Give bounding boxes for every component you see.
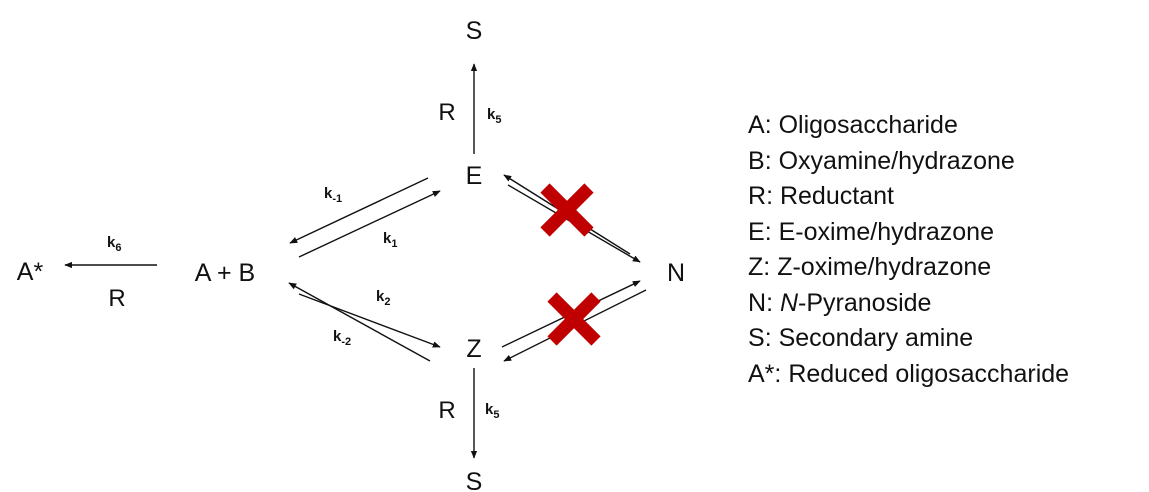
- legend: A: Oligosaccharide B: Oxyamine/hydrazone…: [748, 108, 1069, 392]
- node-z: Z: [466, 335, 481, 363]
- x-mark-icon: [540, 183, 594, 237]
- legend-item-b: B: Oxyamine/hydrazone: [748, 146, 1015, 175]
- node-n: N: [667, 259, 685, 287]
- legend-item-n: N: N-Pyranoside: [748, 288, 932, 317]
- rate-k-minus2: k-2: [333, 328, 351, 348]
- node-a-plus-b: A + B: [195, 259, 255, 287]
- legend-item-a-star: A*: Reduced oligosaccharide: [748, 359, 1070, 388]
- x-mark-icon: [547, 292, 601, 346]
- arrow-z-to-ab: [288, 282, 431, 362]
- node-a-star: A*: [17, 258, 44, 286]
- rate-k6: k6: [107, 234, 121, 254]
- legend-item-r: R: Reductant: [748, 182, 894, 210]
- condition-r-top: R: [438, 99, 455, 126]
- node-s-bottom: S: [466, 468, 483, 492]
- condition-r-bottom: R: [438, 397, 455, 424]
- arrow-ab-to-e: [298, 190, 441, 258]
- rate-k5-top: k5: [487, 106, 501, 126]
- legend-item-z: Z: Z-oxime/hydrazone: [748, 253, 992, 281]
- condition-r-left: R: [108, 285, 125, 312]
- rate-k1: k1: [383, 230, 397, 250]
- node-e: E: [466, 162, 483, 190]
- arrow-e-to-ab: [289, 177, 429, 244]
- arrow-ab-to-z: [298, 293, 441, 348]
- rate-k2: k2: [376, 288, 390, 308]
- node-s-top: S: [466, 17, 483, 45]
- legend-item-a: A: Oligosaccharide: [748, 111, 958, 139]
- legend-item-e: E: E-oxime/hydrazone: [748, 217, 994, 246]
- rate-k5-bottom: k5: [485, 401, 499, 421]
- rate-k-minus1: k-1: [324, 185, 342, 205]
- legend-item-s: S: Secondary amine: [748, 324, 974, 352]
